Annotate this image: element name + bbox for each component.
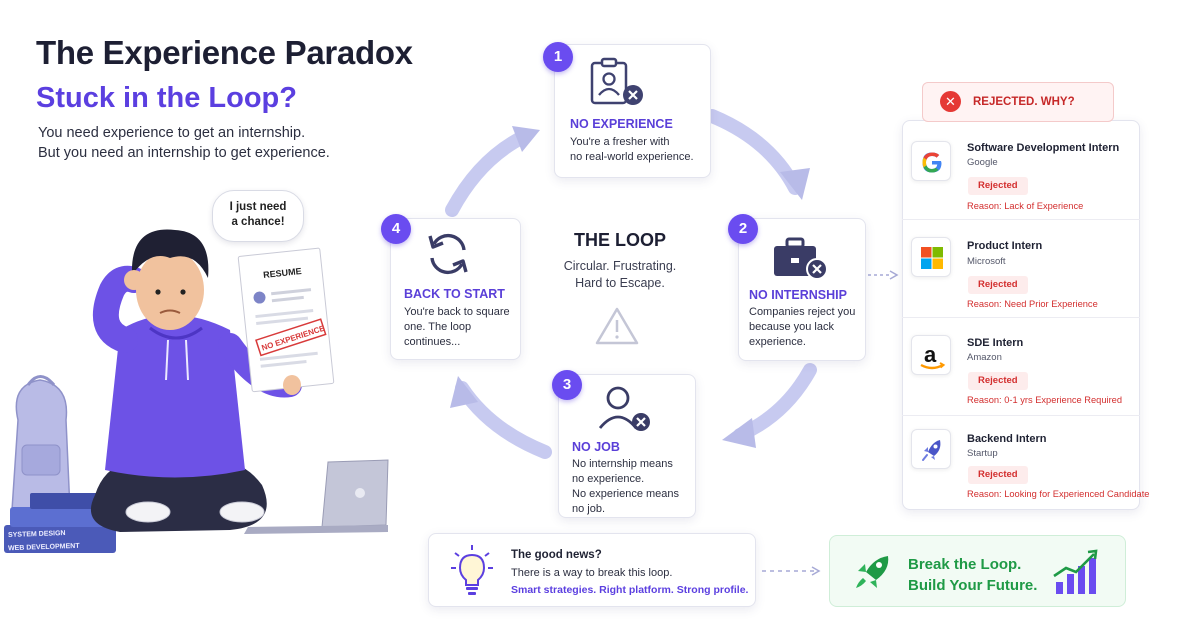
job-row (902, 318, 1140, 416)
rejection-header (922, 82, 1114, 122)
microsoft-logo (911, 237, 951, 277)
step-title-3: NO JOB (572, 440, 620, 454)
job-company: Microsoft (967, 256, 1006, 267)
step-card-no-experience (554, 44, 711, 178)
user-badge-x-icon (590, 57, 643, 105)
status-badge: Rejected (968, 276, 1028, 294)
step-title-4: BACK TO START (404, 287, 505, 301)
briefcase-x-icon (774, 237, 828, 280)
status-badge: Rejected (968, 372, 1028, 390)
rejection-reason: Reason: Lack of Experience (967, 201, 1084, 211)
resume-document: RESUME NO EXPERIENCE (237, 247, 335, 393)
user-x-icon (598, 386, 650, 431)
amazon-logo: a (911, 335, 951, 375)
good-news-strong: Smart strategies. Right platform. Strong… (511, 584, 749, 596)
description-line-1: You need experience to get an internship… (38, 125, 306, 141)
student-illustration: RESUME NO EXPERIENCE (4, 229, 389, 553)
job-row (902, 122, 1140, 220)
speech-line-2: a chance! (231, 216, 285, 228)
laptop-icon (244, 459, 389, 534)
job-title: SDE Intern (967, 337, 1024, 349)
job-title: Product Intern (967, 240, 1043, 252)
speech-line-1: I just need (229, 201, 287, 213)
backpack-icon (11, 375, 71, 511)
step-text-2: Companies reject you because you lack ex… (749, 306, 856, 348)
job-title: Backend Intern (967, 433, 1047, 445)
job-company: Google (967, 157, 998, 168)
job-title: Software Development Intern (967, 142, 1120, 154)
rejection-reason: Reason: Need Prior Experience (967, 299, 1098, 309)
status-badge: Rejected (968, 466, 1028, 484)
page-subtitle: Stuck in the Loop? (36, 82, 297, 114)
good-news-title: The good news? (511, 549, 602, 561)
page-title: The Experience Paradox (36, 34, 413, 71)
growth-chart-icon (1053, 549, 1098, 594)
step-text-3: No internship means no experience. No ex… (572, 458, 680, 515)
status-badge: Rejected (968, 177, 1028, 195)
rocket-logo (911, 429, 951, 469)
job-company: Startup (967, 448, 998, 459)
step-title-2: NO INTERNSHIP (749, 288, 847, 302)
svg-text:a: a (924, 342, 937, 367)
step-title-1: NO EXPERIENCE (570, 117, 673, 131)
warning-icon (595, 307, 639, 345)
dashed-arrow-cta (762, 566, 821, 576)
cta-line-2: Build Your Future. (908, 577, 1038, 594)
job-row (902, 220, 1140, 318)
step-number-1: 1 (543, 42, 573, 72)
resume-title: RESUME (263, 266, 302, 280)
loop-title: THE LOOP (573, 230, 666, 250)
lightbulb-icon (451, 545, 493, 595)
close-circle-icon: ✕ (940, 91, 961, 112)
step-number-2: 2 (728, 214, 758, 244)
speech-bubble: I just need a chance! (212, 190, 304, 242)
cta-line-1: Break the Loop. (908, 556, 1022, 573)
google-logo (911, 141, 951, 181)
step-text-1: You're a fresher with no real-world expe… (570, 136, 694, 163)
loop-arrows (445, 109, 817, 459)
dashed-arrow-right (868, 270, 899, 280)
good-news-box (428, 533, 756, 607)
rocket-icon (856, 556, 889, 588)
job-company: Amazon (967, 352, 1002, 363)
rejection-header-text: REJECTED. WHY? (973, 96, 1075, 108)
rejection-reason: Reason: Looking for Experienced Candidat… (967, 489, 1150, 499)
step-number-3: 3 (552, 370, 582, 400)
step-number-4: 4 (381, 214, 411, 244)
step-card-back-to-start (390, 218, 521, 360)
refresh-icon (428, 233, 468, 275)
good-news-line: There is a way to break this loop. (511, 567, 673, 579)
rejection-reason: Reason: 0-1 yrs Experience Required (967, 395, 1123, 405)
step-text-4: You're back to square one. The loop cont… (404, 306, 510, 348)
books-stack-icon (4, 493, 116, 553)
description-line-2: But you need an internship to get experi… (38, 145, 330, 161)
loop-subtitle: Circular. Frustrating. Hard to Escape. (563, 259, 677, 290)
